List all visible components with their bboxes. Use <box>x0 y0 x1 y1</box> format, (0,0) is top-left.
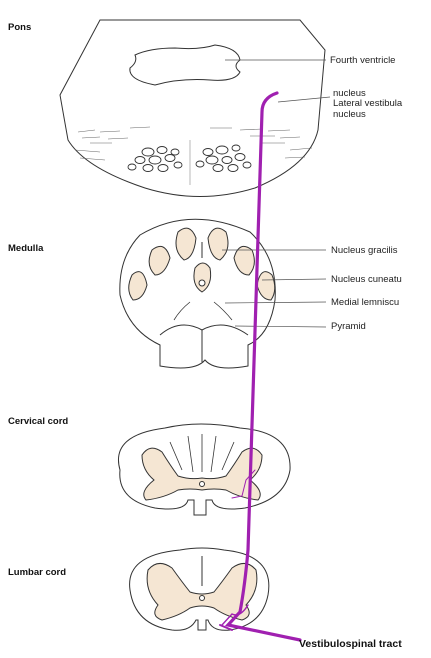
pons-outline <box>60 20 325 197</box>
label-nucleus-2: nucleus <box>333 109 366 120</box>
cervical-outline <box>118 424 290 515</box>
label-fourth-ventricle: Fourth ventricle <box>330 55 395 66</box>
label-pyramid: Pyramid <box>331 321 366 332</box>
medulla-section <box>120 219 275 368</box>
label-vestibulospinal-tract: Vestibulospinal tract <box>299 638 402 650</box>
section-title-lumbar: Lumbar cord <box>8 567 66 578</box>
section-title-cervical: Cervical cord <box>8 416 68 427</box>
section-title-pons: Pons <box>8 22 31 33</box>
central-canal <box>199 280 205 286</box>
fourth-ventricle <box>130 45 240 85</box>
label-medial-lemniscus: Medial lemniscu <box>331 297 399 308</box>
section-title-medulla: Medulla <box>8 243 43 254</box>
label-nucleus-gracilis: Nucleus gracilis <box>331 245 398 256</box>
cervical-cord-section <box>118 424 290 515</box>
label-lateral-vestibular: Lateral vestibula <box>333 98 402 109</box>
pons-section <box>60 20 325 197</box>
label-nucleus-cuneatus: Nucleus cuneatu <box>331 274 402 285</box>
